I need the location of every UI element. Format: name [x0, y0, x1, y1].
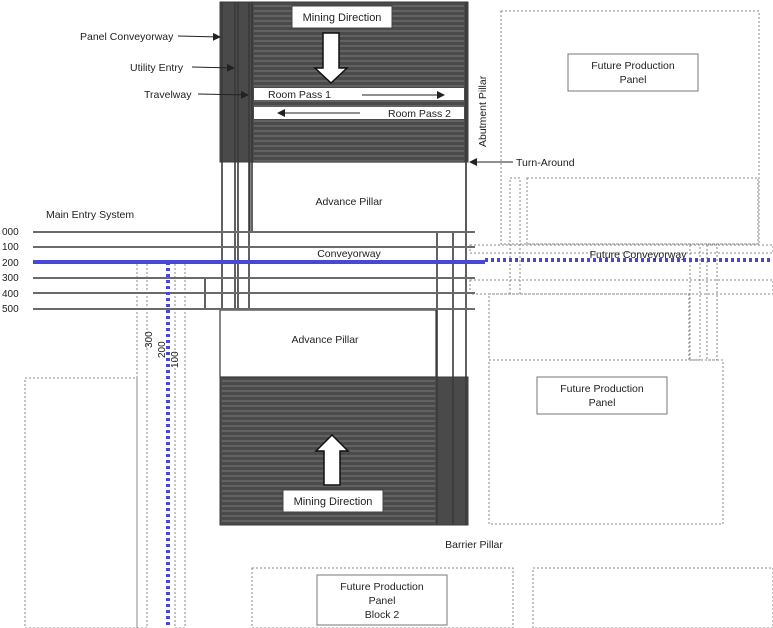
barrier-pillar-label: Barrier Pillar: [445, 539, 503, 551]
mining-direction-up-arrow: [314, 433, 350, 486]
future-panel-top-right-line2: Panel: [620, 74, 647, 86]
advance-pillar-top-label: Advance Pillar: [315, 196, 383, 208]
mining-direction-bottom-box: [282, 489, 384, 513]
mined-panel-top: [219, 1, 469, 163]
abutment-pillar-label: Abutment Pillar: [477, 75, 489, 147]
room-pass-1-bar: [254, 88, 464, 100]
future-panel-mid-right-line1: Future Production: [560, 383, 644, 395]
future-panel-bottom-line1: Future Production: [340, 581, 424, 593]
future-panel-bottom-line2: Panel: [369, 595, 396, 607]
advance-pillar-bottom: [219, 309, 437, 378]
entry-number: 000: [2, 227, 19, 238]
main-entry-system-label: Main Entry System: [46, 209, 134, 221]
vertical-entry-outline-100: [174, 261, 186, 628]
entry-numbers: 000 100 200 300 400 500: [2, 227, 19, 315]
advance-pillar-top: [249, 161, 467, 233]
future-entry-bottom-outline: [469, 279, 773, 295]
entry-number: 100: [2, 242, 19, 253]
entry-number: 400: [2, 289, 19, 300]
panel-conveyorway-label: Panel Conveyorway: [80, 31, 174, 43]
advance-pillar-bottom-label: Advance Pillar: [291, 334, 359, 346]
vertical-entry-number: 100: [170, 351, 181, 368]
mined-area-top: [219, 1, 469, 163]
future-panel-mid-right-inner-outline: [488, 293, 690, 361]
future-panel-top-right-box: [567, 53, 699, 92]
future-panel-bottom-line3: Block 2: [365, 609, 400, 621]
future-entry-top-outline: [469, 244, 773, 254]
future-crosscut-mid-2: [706, 244, 718, 361]
room-pass-1-label: Room Pass 1: [268, 89, 331, 101]
conveyorway-label: Conveyorway: [317, 248, 381, 260]
mining-direction-down-arrow: [313, 32, 349, 85]
future-panel-bottom-outline: [251, 567, 514, 628]
utility-entry-arrow: [191, 63, 235, 72]
future-conveyorway-label: Future Conveyorway: [590, 249, 688, 261]
entry-number: 300: [2, 273, 19, 284]
future-panel-top-right-line1: Future Production: [591, 60, 675, 72]
future-crosscut-outline: [509, 177, 521, 295]
room-pass-2-label: Room Pass 2: [388, 108, 451, 120]
future-panel-top-right-outline: [500, 10, 760, 245]
vertical-entry-outline-300: [136, 261, 148, 628]
travelway-arrow: [197, 90, 249, 99]
vertical-entry-number: 200: [157, 341, 168, 358]
travelway-label: Travelway: [144, 89, 192, 101]
future-crosscut-mid-1: [689, 244, 701, 361]
future-panel-mid-right-box: [536, 376, 668, 415]
mining-direction-top-box: [291, 5, 393, 29]
vertical-entry-number: 300: [144, 331, 155, 348]
entry-number: 200: [2, 258, 19, 269]
future-panel-mid-right-line2: Panel: [589, 397, 616, 409]
vertical-entry-numbers: 300 200 100: [144, 331, 181, 368]
panel-conveyorway-arrow: [177, 32, 221, 41]
future-panel-right-upper-outline: [526, 177, 759, 245]
future-panel-bottom-right-outline: [532, 567, 773, 628]
utility-entry-label: Utility Entry: [130, 62, 184, 74]
mining-direction-bottom-label: Mining Direction: [294, 496, 373, 508]
mining-direction-top-label: Mining Direction: [303, 12, 382, 24]
future-panel-left-outline: [24, 377, 138, 628]
turn-around-label: Turn-Around: [516, 157, 575, 169]
future-panel-bottom-box: [316, 574, 448, 626]
entry-number: 500: [2, 304, 19, 315]
main-entries: [33, 231, 475, 310]
